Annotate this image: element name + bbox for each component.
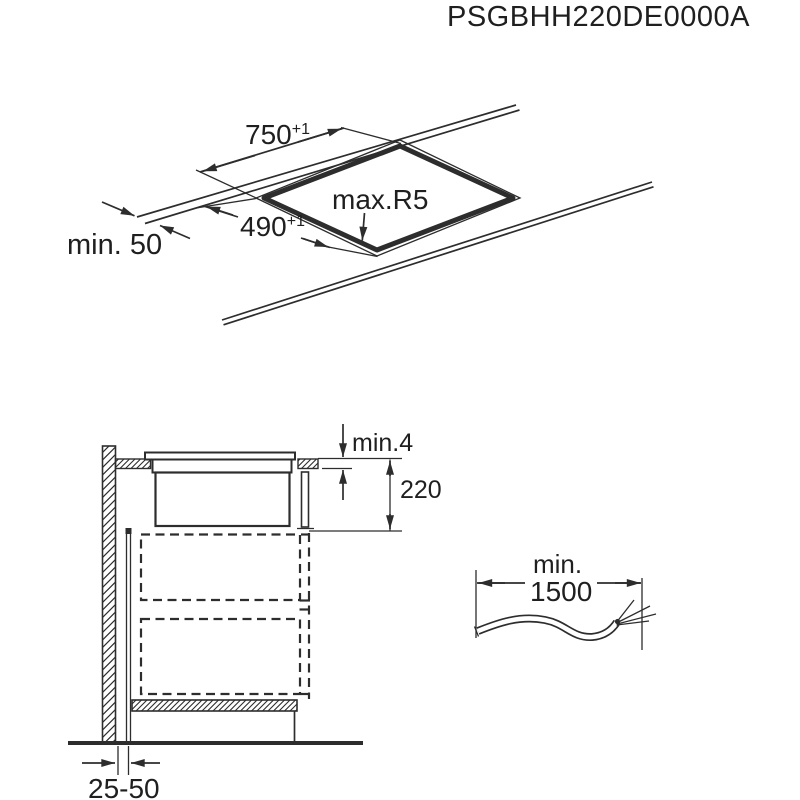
rear-clearance-dimension: min. 50: [67, 201, 191, 261]
side-view-diagram: min.4 220: [68, 424, 442, 800]
gap-25-50-label: 25-50: [88, 773, 160, 800]
hob-frame: [151, 458, 293, 474]
dim-490-label: 490+1: [240, 211, 305, 242]
corner-radius-callout: max.R5: [332, 184, 428, 241]
max-r5-label: max.R5: [332, 184, 428, 215]
worktop-section: [114, 458, 319, 470]
min-50-label: min. 50: [67, 229, 162, 261]
dimension-cutout-width: 750+1: [195, 119, 402, 200]
cable-length-label: 1500: [530, 576, 592, 607]
worktop-front-edge: [221, 181, 654, 326]
top-view-diagram: 750+1 490+1 max.R5 min. 50: [67, 104, 654, 326]
mounting-bracket: [300, 471, 310, 528]
depth-220-label: 220: [400, 476, 442, 504]
cabinet-bottom-shelf: [131, 699, 298, 712]
hob-body: [154, 471, 291, 528]
min-4-label: min.4: [352, 429, 413, 457]
hob-glass: [144, 451, 296, 461]
cable-wire-strands: [615, 599, 657, 626]
cable-drawing: [473, 599, 657, 641]
wall-section: [101, 445, 117, 743]
dimension-cutout-depth: 490+1: [195, 197, 378, 258]
dimension-min4: min.4: [318, 424, 413, 500]
cabinet-clearance-zones: [139, 533, 311, 699]
hob-section: [144, 451, 314, 530]
cabinet-back-panel: [125, 528, 132, 742]
power-cable-diagram: min. 1500: [473, 549, 657, 650]
dim-750-label: 750+1: [245, 119, 310, 150]
cable-min-label: min.: [533, 549, 582, 579]
worktop-rear-edge: [136, 104, 520, 225]
dimension-220: 220: [309, 459, 442, 532]
model-code: PSGBHH220DE0000A: [447, 1, 750, 33]
dimension-wall-gap: 25-50: [82, 746, 160, 800]
